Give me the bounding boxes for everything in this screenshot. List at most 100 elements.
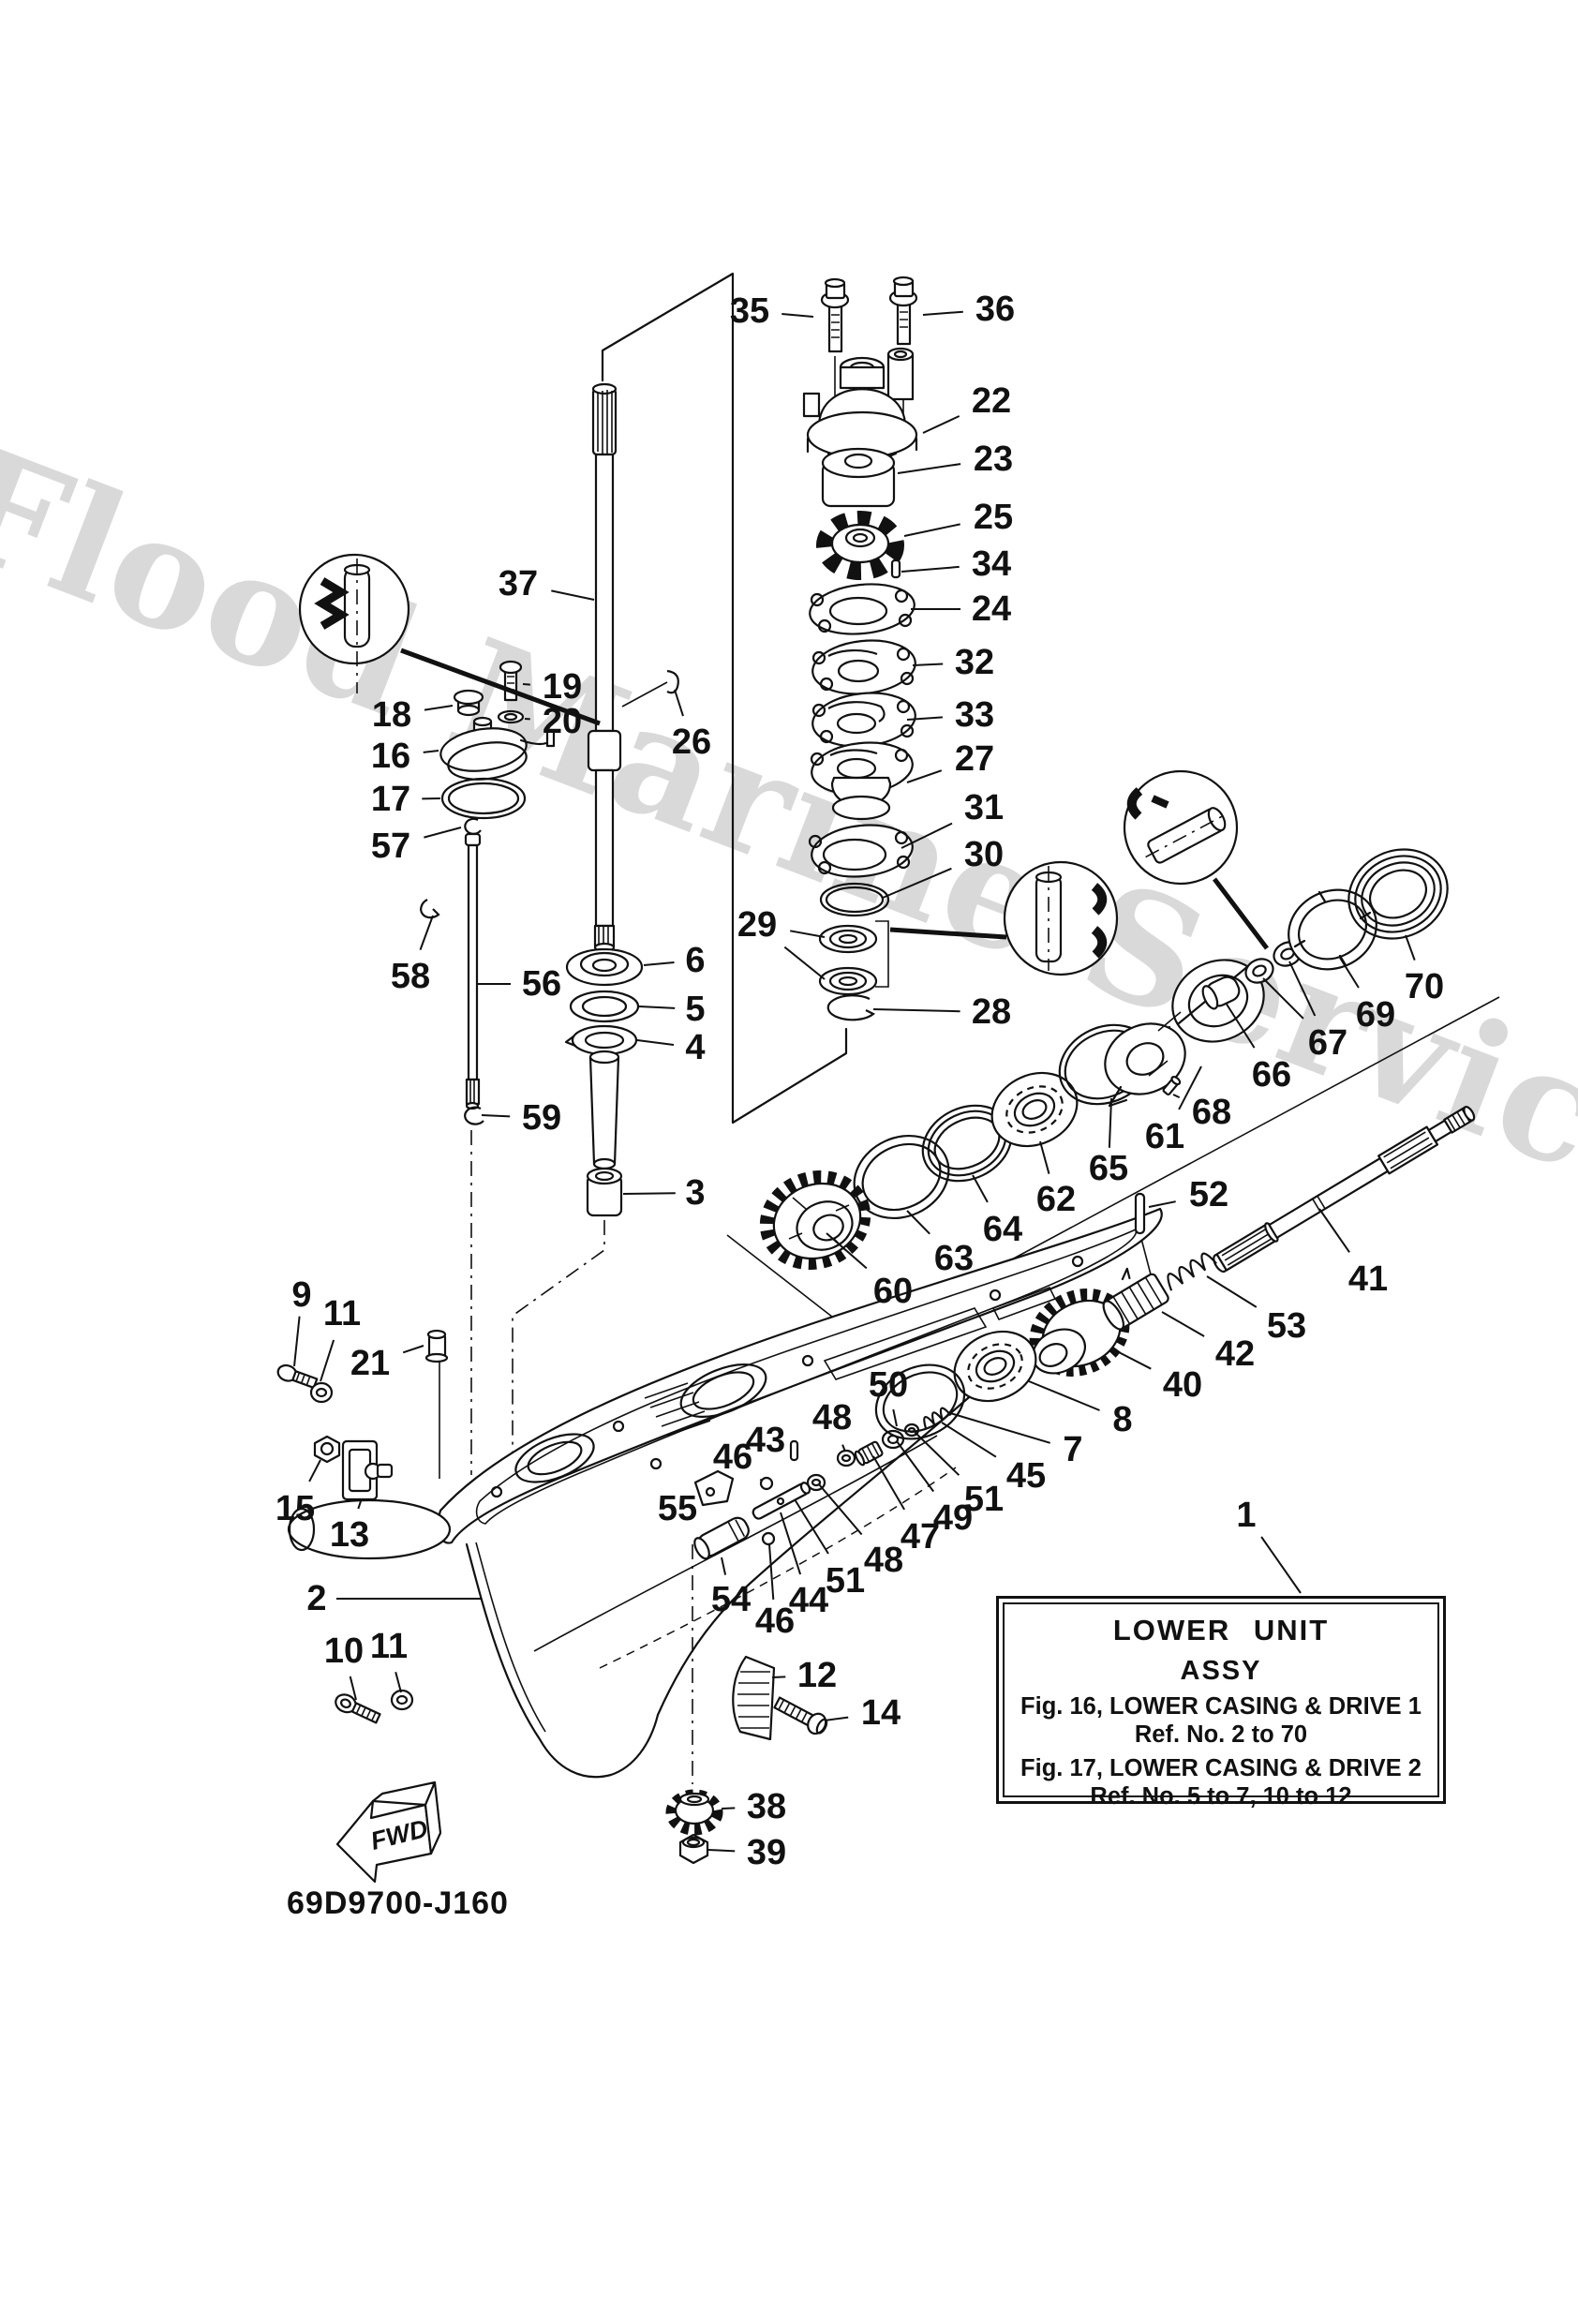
leader-line-5 (638, 1006, 676, 1009)
bolt-36 (888, 276, 918, 346)
callout-4: 4 (685, 1028, 705, 1067)
leader-line-47 (872, 1455, 905, 1511)
gasket-33 (811, 692, 916, 748)
callout-22: 22 (972, 381, 1011, 421)
callout-39: 39 (747, 1833, 786, 1872)
drive-shaft-sleeve (588, 1050, 620, 1170)
detail-circle-pin-clip-top (1123, 769, 1269, 950)
callout-10: 10 (324, 1631, 364, 1671)
callout-54: 54 (711, 1580, 751, 1619)
leader-line-42 (1161, 1311, 1205, 1337)
leader-line-61 (1178, 1065, 1202, 1110)
pinion-gear-38 (665, 1789, 723, 1836)
leader-line-3 (622, 1192, 676, 1195)
leader-line-53 (1206, 1275, 1258, 1308)
leader-line-36 (922, 310, 963, 316)
clip-26 (621, 669, 679, 708)
callout-66: 66 (1252, 1055, 1291, 1095)
bolt-9 (276, 1363, 319, 1390)
leader-line-31 (901, 822, 953, 849)
callout-61: 61 (1145, 1117, 1184, 1156)
propeller-shaft-41 (1213, 1106, 1476, 1274)
gasket-24 (809, 583, 916, 635)
leader-line-68 (1172, 1094, 1181, 1099)
callout-46: 46 (755, 1601, 795, 1641)
leader-line-49 (896, 1440, 935, 1493)
shift-slider-44 (752, 1482, 811, 1520)
callout-35: 35 (730, 291, 769, 331)
spring-45 (923, 1407, 952, 1429)
pump-column-bracket (601, 272, 848, 1125)
callout-68: 68 (1192, 1093, 1231, 1132)
leader-line-52 (1148, 1200, 1176, 1208)
leader-line-11 (394, 1671, 402, 1693)
leader-line-40 (1116, 1350, 1152, 1370)
washers-67 (1244, 941, 1303, 984)
trim-tab-12 (732, 1655, 776, 1741)
callout-13: 13 (330, 1515, 369, 1555)
ring-nut-70 (1347, 848, 1449, 940)
leader-line-26 (674, 689, 684, 717)
o-ring-17 (440, 777, 527, 820)
anode-plate-13 (341, 1439, 394, 1501)
callout-7: 7 (1063, 1430, 1082, 1469)
leader-line-7 (949, 1412, 1050, 1444)
leader-line-64 (972, 1174, 989, 1203)
leader-line-63 (906, 1210, 930, 1235)
leader-line-70 (1405, 934, 1416, 961)
callout-31: 31 (964, 788, 1004, 827)
callout-70: 70 (1405, 967, 1444, 1006)
callout-36: 36 (975, 290, 1015, 329)
callout-34: 34 (972, 544, 1011, 584)
leader-line-13 (357, 1500, 362, 1510)
leader-line-16 (423, 750, 439, 753)
callout-55: 55 (658, 1489, 697, 1528)
callout-33: 33 (955, 695, 994, 735)
leader-line-38 (721, 1807, 736, 1810)
impeller-cup-23 (821, 447, 896, 508)
callout-48: 48 (812, 1398, 852, 1438)
axis-lines (439, 349, 1153, 1784)
spring-53 (1167, 1252, 1217, 1291)
leader-line-10 (349, 1676, 357, 1701)
shift-plunger-54 (693, 1516, 750, 1560)
callout-8: 8 (1112, 1400, 1132, 1439)
leader-line-27 (906, 769, 943, 783)
clip-57 (464, 817, 482, 835)
leader-line-48 (841, 1444, 846, 1452)
leader-line-69 (1339, 957, 1360, 989)
leader-line-46 (759, 1478, 763, 1482)
detail-circle-pin-clip-left (298, 553, 410, 693)
leader-line-41 (1318, 1208, 1350, 1253)
callout-58: 58 (391, 957, 430, 996)
leader-line-45 (941, 1422, 997, 1458)
ring-7 (874, 1363, 966, 1440)
callout-24: 24 (972, 589, 1011, 629)
callout-6: 6 (685, 941, 705, 980)
leader-line-67 (1262, 977, 1304, 1020)
oil-seals-29 (818, 920, 889, 996)
nut-15 (313, 1435, 341, 1464)
leader-line-66 (1225, 1002, 1256, 1049)
callout-26: 26 (672, 723, 711, 762)
info-ref1: Ref. No. 2 to 70 (1134, 1721, 1308, 1748)
lower-casing (287, 1207, 1163, 1779)
bolt-10 (335, 1693, 381, 1724)
plate-31 (808, 824, 914, 878)
leader-line-37 (551, 589, 595, 601)
washer-5 (569, 990, 640, 1023)
leader-line-60 (826, 1232, 868, 1270)
impeller-25 (816, 511, 904, 580)
info-title-line1: LOWER UNIT (1112, 1614, 1330, 1646)
leader-line-29 (783, 946, 826, 980)
leader-line-18 (424, 705, 454, 711)
callout-52: 52 (1189, 1175, 1228, 1214)
callout-69: 69 (1356, 995, 1395, 1035)
circlip-59 (464, 1106, 484, 1125)
leader-line-67 (1288, 961, 1317, 1017)
leader-line-34 (901, 565, 960, 573)
bushing-66 (1201, 976, 1241, 1010)
